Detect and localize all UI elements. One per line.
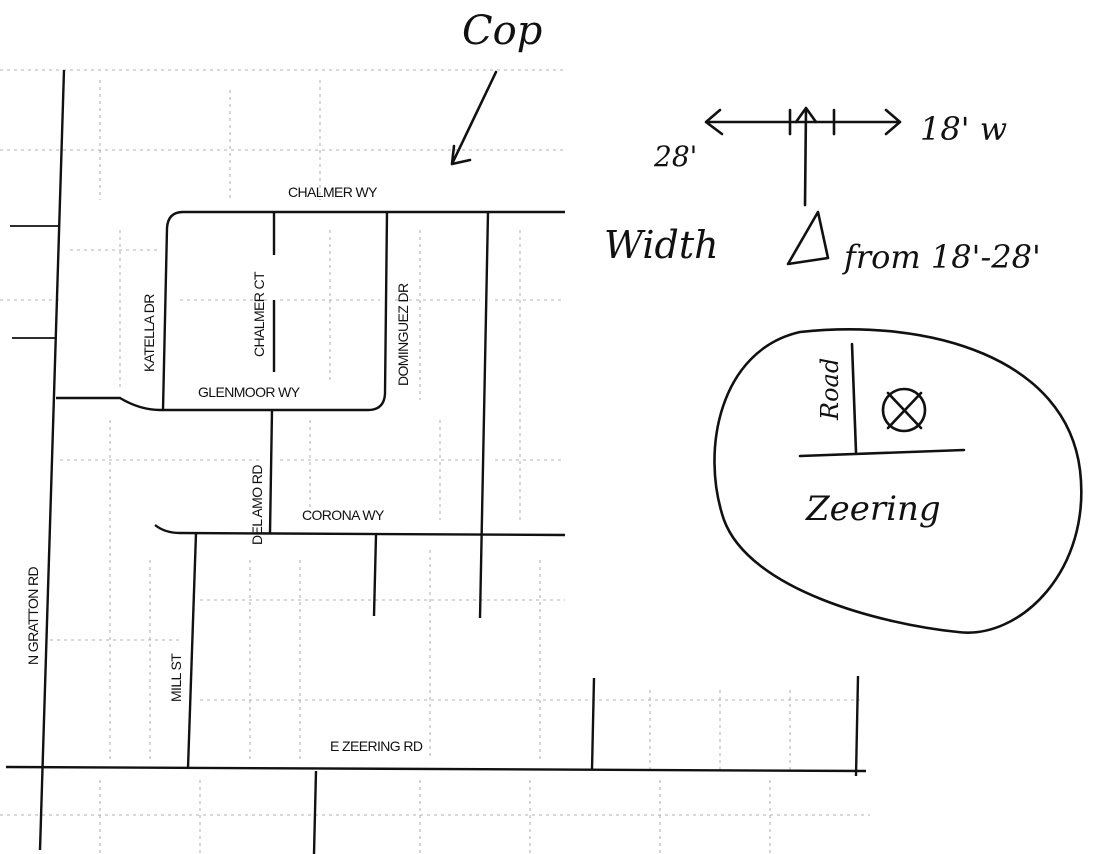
stub-road-line	[372, 534, 378, 617]
inset-road-line	[850, 342, 858, 454]
handwritten-annotations: Cop 28' 18' w Width from 18'-28' Road Ze…	[450, 8, 1083, 634]
dominguez-extension-line	[478, 211, 490, 619]
katella-dr-label: KATELLA DR	[141, 294, 157, 372]
e-zeering-rd-line	[5, 765, 867, 773]
inset-road-label: Road	[816, 358, 844, 421]
corona-wy-label: CORONA WY	[302, 507, 385, 523]
glenmoor-wy-line	[56, 211, 389, 412]
glenmoor-wy-label: GLENMOOR WY	[198, 384, 301, 400]
chalmer-wy-line	[161, 210, 565, 411]
n-gratton-rd-label: N GRATTON RD	[25, 566, 41, 665]
far-east-cross-street-line	[854, 675, 860, 777]
cop-arrow-icon	[450, 70, 498, 166]
right-width-label: 18' w	[920, 110, 1007, 148]
east-cross-street-line	[590, 677, 596, 771]
parcel-lines	[0, 69, 870, 854]
del-amo-rd-label: DEL AMO RD	[249, 465, 265, 545]
inset-zeering-label: Zeering	[805, 489, 941, 529]
width-note-word: Width	[604, 223, 719, 267]
mill-st-line	[186, 532, 198, 769]
cop-label: Cop	[462, 8, 542, 54]
corona-wy-line	[154, 524, 566, 537]
mill-st-label: MILL ST	[168, 653, 184, 702]
del-amo-rd-line	[268, 409, 274, 534]
delta-icon	[786, 210, 830, 266]
inset-site-marker-icon	[881, 387, 927, 433]
e-zeering-rd-label: E ZEERING RD	[330, 738, 423, 754]
chalmer-wy-label: CHALMER WY	[288, 184, 378, 200]
inset-zeering-line	[798, 448, 966, 458]
n-gratton-rd-line	[38, 69, 66, 851]
street-lines	[5, 69, 867, 854]
width-note-range: from 18'-28'	[842, 238, 1041, 276]
street-labels: CHALMER WY KATELLA DR CHALMER CT DOMINGU…	[25, 184, 423, 754]
inset-circle-outline	[713, 328, 1083, 634]
left-width-label: 28'	[653, 140, 697, 173]
chalmer-ct-label: CHALMER CT	[251, 271, 267, 357]
south-cross-street-line	[312, 770, 318, 854]
dominguez-dr-label: DOMINGUEZ DR	[395, 283, 411, 386]
width-arrows-icon	[704, 108, 902, 136]
width-pointer-icon	[794, 106, 818, 207]
